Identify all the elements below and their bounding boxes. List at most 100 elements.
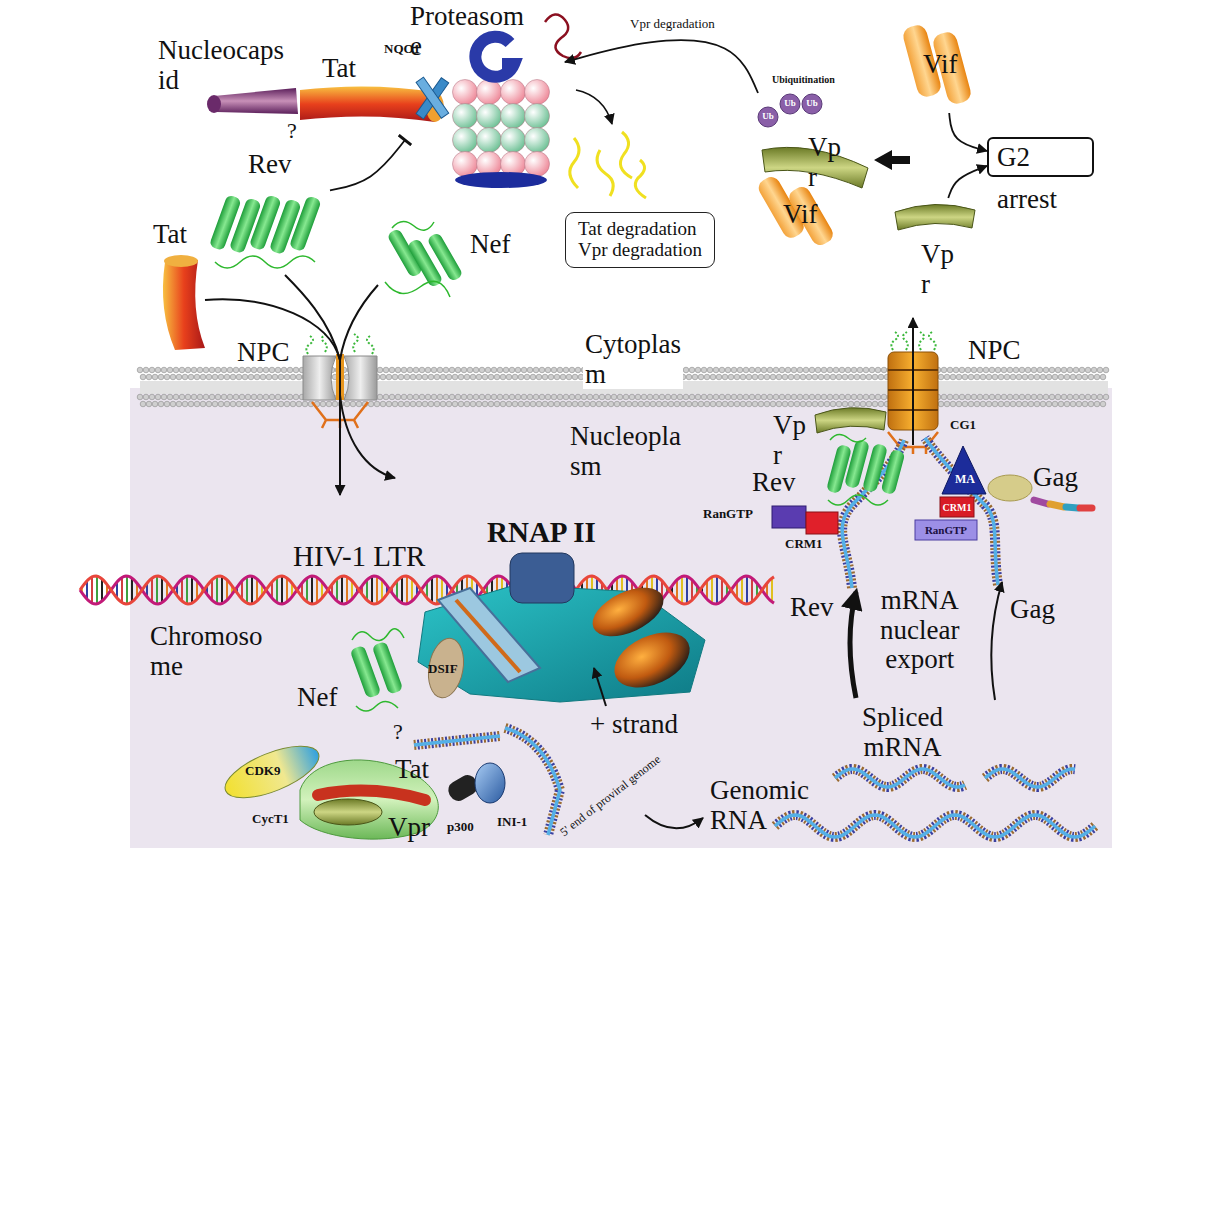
dna-helix <box>186 576 188 604</box>
lipid-row <box>167 367 173 373</box>
lipid-row <box>575 367 581 373</box>
proteasome-core <box>501 80 526 105</box>
lipid-row <box>404 401 410 407</box>
lipid-row <box>185 367 191 373</box>
lipid-row <box>1061 394 1067 400</box>
lipid-row <box>941 394 947 400</box>
nuclear-pore <box>344 356 377 400</box>
lipid-row <box>212 401 218 407</box>
lipid-row <box>797 367 803 373</box>
lipid-row <box>137 394 143 400</box>
lipid-row <box>719 367 725 373</box>
lipid-row <box>485 367 491 373</box>
rev-protein <box>826 434 905 505</box>
lipid-row <box>221 367 227 373</box>
lipid-row <box>836 374 842 380</box>
diagram-label: Nef <box>470 230 510 260</box>
lipid-row <box>767 394 773 400</box>
node-text: Tat degradation <box>578 219 702 240</box>
lipid-row <box>395 394 401 400</box>
lipid-row <box>278 374 284 380</box>
rna-strand <box>925 438 998 585</box>
peptide-fragment <box>635 160 646 198</box>
lipid-row <box>488 374 494 380</box>
lipid-row <box>683 367 689 373</box>
lipid-row <box>563 394 569 400</box>
lipid-row <box>686 401 692 407</box>
lipid-row <box>1076 401 1082 407</box>
proteasome-core <box>453 80 478 105</box>
rna-strand <box>985 769 1075 787</box>
lipid-row <box>791 394 797 400</box>
lipid-row <box>491 394 497 400</box>
lipid-row <box>245 394 251 400</box>
lipid-row <box>569 367 575 373</box>
dna-helix <box>721 579 723 601</box>
lipid-row <box>206 374 212 380</box>
lipid-row <box>242 374 248 380</box>
lipid-row <box>941 367 947 373</box>
export-factor <box>806 512 838 534</box>
lipid-row <box>1016 401 1022 407</box>
lipid-row <box>194 401 200 407</box>
lipid-row <box>962 374 968 380</box>
lipid-row <box>254 401 260 407</box>
lipid-row <box>446 374 452 380</box>
rnap-complex <box>456 600 520 672</box>
dna-helix <box>311 576 313 604</box>
rna-strand <box>414 736 500 745</box>
lipid-row <box>1067 367 1073 373</box>
lipid-row <box>449 394 455 400</box>
lipid-row <box>428 401 434 407</box>
lipid-row <box>395 367 401 373</box>
lipid-row <box>641 394 647 400</box>
lipid-row <box>170 374 176 380</box>
lipid-row <box>857 367 863 373</box>
lipid-row <box>785 367 791 373</box>
lipid-row <box>608 401 614 407</box>
tat-complex <box>314 799 382 825</box>
lipid-row <box>1016 374 1022 380</box>
lipid-row <box>872 401 878 407</box>
dna-helix <box>80 576 774 604</box>
diagram-label: MA <box>955 473 975 486</box>
node-text: Proteasom e <box>410 2 524 61</box>
lipid-row <box>386 374 392 380</box>
rnap-complex <box>510 553 574 603</box>
lipid-row <box>1100 374 1106 380</box>
lipid-row <box>947 394 953 400</box>
lipid-row <box>521 394 527 400</box>
lipid-row <box>167 394 173 400</box>
lipid-row <box>1025 367 1031 373</box>
vpr-protein <box>895 204 975 230</box>
lipid-row <box>710 374 716 380</box>
lipid-row <box>788 401 794 407</box>
lipid-row <box>1022 374 1028 380</box>
lipid-row <box>137 394 1109 400</box>
dna-helix <box>306 578 308 602</box>
lipid-row <box>704 401 710 407</box>
lipid-row <box>146 401 152 407</box>
lipid-row <box>551 367 557 373</box>
nuclear-pore <box>303 356 336 400</box>
lipid-row <box>713 394 719 400</box>
lipid-row <box>425 367 431 373</box>
lipid-row <box>980 374 986 380</box>
lipid-row <box>539 367 545 373</box>
lipid-row <box>296 374 302 380</box>
lipid-row <box>515 367 521 373</box>
lipid-row <box>758 374 764 380</box>
lipid-row <box>956 401 962 407</box>
lipid-row <box>671 394 677 400</box>
lipid-row <box>467 394 473 400</box>
lipid-row <box>761 394 767 400</box>
lipid-row <box>203 394 209 400</box>
lipid-row <box>794 374 800 380</box>
rev-protein <box>289 195 322 252</box>
lipid-row <box>806 401 812 407</box>
lipid-row <box>842 401 848 407</box>
rna-strand <box>835 769 965 787</box>
lipid-row <box>1061 367 1067 373</box>
lipid-row <box>455 394 461 400</box>
dna-helix <box>316 577 318 602</box>
